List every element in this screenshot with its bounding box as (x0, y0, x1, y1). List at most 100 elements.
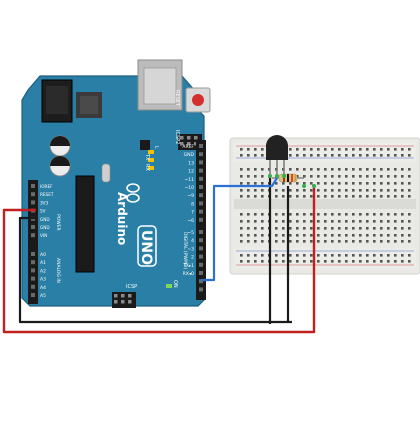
breadboard-hole (261, 254, 264, 257)
breadboard-hole (254, 227, 257, 230)
breadboard-hole (247, 148, 250, 151)
header-pin (199, 176, 203, 181)
icsp-pin (194, 136, 198, 140)
analog-pin-label: A3 (40, 277, 46, 283)
breadboard-hole (296, 175, 299, 178)
breadboard-hole (324, 154, 327, 157)
breadboard-hole (366, 148, 369, 151)
l-label: L (153, 146, 159, 149)
digital-pin-label: TX▸1 (182, 263, 194, 269)
breadboard-hole (289, 260, 292, 263)
breadboard-hole (240, 240, 243, 243)
breadboard-hole (261, 227, 264, 230)
breadboard-hole (261, 189, 264, 192)
breadboard-hole (247, 182, 250, 185)
icsp-pin (121, 294, 125, 298)
breadboard-hole (324, 195, 327, 198)
breadboard-hole (324, 182, 327, 185)
breadboard-hole (373, 148, 376, 151)
breadboard-hole (331, 175, 334, 178)
breadboard-hole (352, 175, 355, 178)
breadboard-hole (296, 254, 299, 257)
analog-label: ANALOG IN (55, 258, 61, 283)
breadboard-hole (240, 154, 243, 157)
breadboard-hole (310, 148, 313, 151)
breadboard-hole (275, 220, 278, 223)
breadboard-hole (366, 227, 369, 230)
breadboard (229, 137, 420, 275)
breadboard-hole (254, 182, 257, 185)
breadboard-hole (303, 213, 306, 216)
breadboard-hole (387, 227, 390, 230)
breadboard-hole (275, 234, 278, 237)
breadboard-hole (338, 220, 341, 223)
breadboard-hole (310, 189, 313, 192)
breadboard-hole (310, 195, 313, 198)
breadboard-hole (324, 213, 327, 216)
breadboard-hole (345, 213, 348, 216)
breadboard-hole (359, 220, 362, 223)
infinity-logo-icon (126, 183, 140, 203)
header-pin (199, 209, 203, 214)
breadboard-hole (275, 195, 278, 198)
breadboard-hole (345, 154, 348, 157)
breadboard-hole (275, 182, 278, 185)
breadboard-hole (380, 189, 383, 192)
icsp-pin (187, 136, 191, 140)
breadboard-hole (254, 148, 257, 151)
breadboard-hole (373, 260, 376, 263)
breadboard-hole (254, 175, 257, 178)
digital-pin-label: ~5 (187, 230, 194, 236)
breadboard-hole (401, 240, 404, 243)
on-label: ON (172, 280, 178, 288)
breadboard-hole (338, 260, 341, 263)
breadboard-hole (310, 220, 313, 223)
breadboard-hole (261, 154, 264, 157)
breadboard-hole (261, 195, 264, 198)
breadboard-hole (310, 227, 313, 230)
breadboard-hole (303, 195, 306, 198)
breadboard-hole (303, 168, 306, 171)
breadboard-hole (359, 254, 362, 257)
breadboard-hole (275, 254, 278, 257)
header-pin (199, 217, 203, 222)
breadboard-hole (387, 213, 390, 216)
header-pin (199, 238, 203, 243)
header-pin (199, 254, 203, 259)
header-pin (31, 225, 35, 229)
breadboard-hole (296, 182, 299, 185)
digital-pin-label: 13 (188, 160, 194, 166)
breadboard-hole (331, 260, 334, 263)
breadboard-hole (289, 220, 292, 223)
breadboard-hole (303, 148, 306, 151)
breadboard-hole (317, 154, 320, 157)
breadboard-hole (408, 240, 411, 243)
breadboard-hole (331, 148, 334, 151)
breadboard-hole (303, 240, 306, 243)
tx-label: TX (144, 153, 150, 161)
breadboard-hole (282, 182, 285, 185)
wire-gnd-black (18, 216, 292, 324)
breadboard-hole (289, 189, 292, 192)
breadboard-hole (310, 168, 313, 171)
breadboard-hole (303, 175, 306, 178)
header-pin (199, 144, 203, 148)
analog-pin-label: A1 (40, 260, 46, 266)
breadboard-hole (345, 227, 348, 230)
breadboard-hole (296, 234, 299, 237)
breadboard-hole (345, 260, 348, 263)
breadboard-hole (366, 168, 369, 171)
breadboard-hole (331, 234, 334, 237)
breadboard-hole (352, 220, 355, 223)
breadboard-hole (408, 260, 411, 263)
digital-pin-label: ~11 (185, 177, 195, 183)
header-pin (199, 152, 203, 157)
breadboard-hole (401, 182, 404, 185)
power-pin-label: 5V (40, 209, 46, 214)
breadboard-hole (338, 213, 341, 216)
icsp-pin (180, 136, 184, 140)
breadboard-hole (394, 175, 397, 178)
breadboard-hole (408, 254, 411, 257)
breadboard-hole (296, 148, 299, 151)
